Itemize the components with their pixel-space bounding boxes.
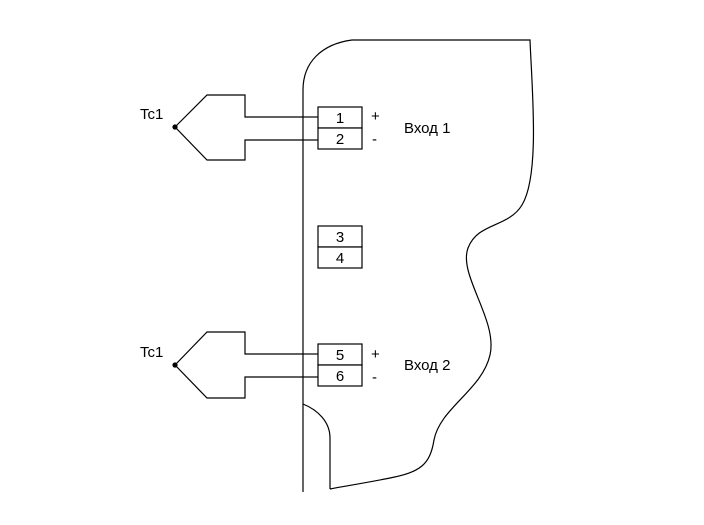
terminal-2-number: 2 <box>336 131 344 148</box>
thermocouple-2-probe-lower <box>174 364 303 399</box>
terminal-6 <box>317 364 363 387</box>
input-2-plus-sign: + <box>371 346 380 363</box>
input-2-label: Вход 2 <box>404 357 450 374</box>
device-body-outline <box>302 39 535 492</box>
thermocouple-2-probe <box>174 331 303 366</box>
terminal-4-number: 4 <box>336 250 344 267</box>
terminal-5-number: 5 <box>336 347 344 364</box>
thermocouple-2-label: Tc1 <box>140 344 163 361</box>
device-body-inner-arc <box>302 403 331 489</box>
terminal-1-number: 1 <box>336 110 344 127</box>
thermocouple-1-junction-dot <box>172 124 178 130</box>
terminal-3-number: 3 <box>336 229 344 246</box>
thermocouple-2-junction-dot <box>172 362 178 368</box>
terminal-6-number: 6 <box>336 368 344 385</box>
input-1-label: Вход 1 <box>404 120 450 137</box>
input-2-group: Tc1 5 6 + - Вход 2 <box>140 331 450 399</box>
thermocouple-1-probe <box>174 94 303 128</box>
input-1-plus-sign: + <box>371 108 380 125</box>
input-1-minus-sign: - <box>372 131 377 148</box>
thermocouple-1-probe-lower <box>174 126 303 161</box>
input-1-group: Tc1 1 2 + - Вход 1 <box>140 94 450 161</box>
terminal-4 <box>317 246 363 269</box>
terminal-2 <box>317 127 363 150</box>
input-2-minus-sign: - <box>372 369 377 386</box>
unused-terminals-group: 3 4 <box>317 225 363 269</box>
thermocouple-1-label: Tc1 <box>140 106 163 123</box>
